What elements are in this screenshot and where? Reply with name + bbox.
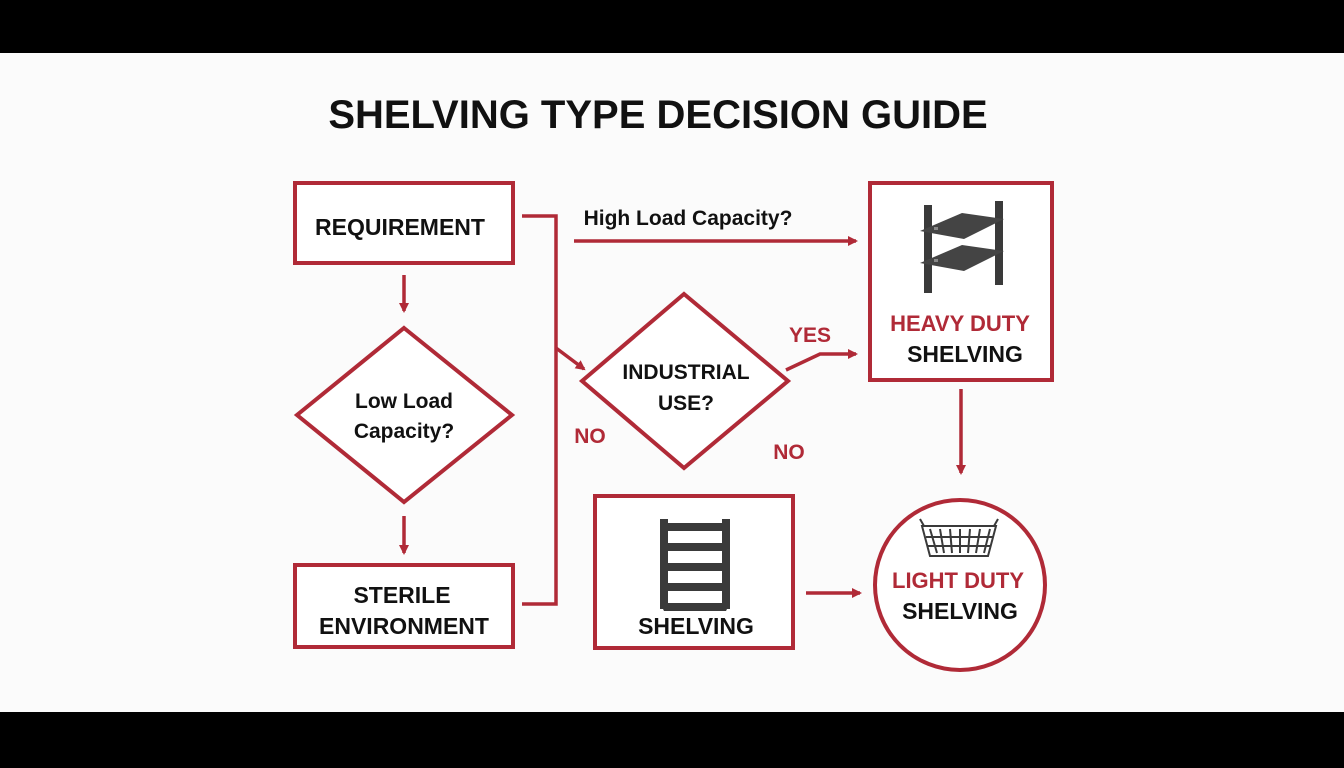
- diagram-title: SHELVING TYPE DECISION GUIDE: [328, 93, 987, 137]
- heavy-duty-shelf-icon: [920, 201, 1004, 293]
- light-duty-label-line2: SHELVING: [902, 598, 1018, 624]
- connectors: [399, 214, 966, 606]
- heavy-duty-label-line2: SHELVING: [907, 341, 1023, 367]
- arrow-industrial-yes-to-heavy-duty: [785, 349, 858, 372]
- low-load-label-line1: Low Load: [355, 390, 453, 413]
- low-load-label-line2: Capacity?: [354, 420, 454, 443]
- no-label-right: NO: [773, 441, 805, 464]
- industrial-label-line1: INDUSTRIAL: [622, 361, 749, 384]
- heavy-duty-node: HEAVY DUTY SHELVING: [868, 181, 1054, 382]
- industrial-label-line2: USE?: [658, 392, 714, 415]
- arrow-bus-to-industrial: [554, 346, 586, 371]
- requirement-label: REQUIREMENT: [315, 214, 485, 240]
- wire-basket-icon: [919, 518, 999, 557]
- no-label-left: NO: [574, 425, 606, 448]
- sterile-environment-node: STERILE ENVIRONMENT: [293, 563, 515, 649]
- shelving-label: SHELVING: [638, 613, 754, 639]
- sterile-label-line2: ENVIRONMENT: [319, 613, 489, 639]
- light-duty-label-line1: LIGHT DUTY: [892, 568, 1024, 593]
- flowchart: SHELVING TYPE DECISION GUIDE REQUIREMENT…: [293, 93, 1054, 672]
- high-load-capacity-label: High Load Capacity?: [584, 207, 793, 230]
- heavy-duty-label-line1: HEAVY DUTY: [890, 311, 1030, 336]
- requirement-node: REQUIREMENT: [293, 181, 515, 265]
- sterile-label-line1: STERILE: [353, 582, 450, 608]
- industrial-use-decision: INDUSTRIAL USE?: [578, 291, 792, 471]
- diagram-canvas: SHELVING TYPE DECISION GUIDE REQUIREMENT…: [0, 53, 1344, 712]
- yes-label: YES: [789, 324, 831, 347]
- low-load-decision: Low Load Capacity?: [293, 325, 516, 505]
- metal-shelf-unit-icon: [660, 519, 730, 611]
- shelving-node: SHELVING: [593, 494, 795, 650]
- connector-right-bus: [522, 214, 558, 606]
- light-duty-node: LIGHT DUTY SHELVING: [873, 498, 1047, 672]
